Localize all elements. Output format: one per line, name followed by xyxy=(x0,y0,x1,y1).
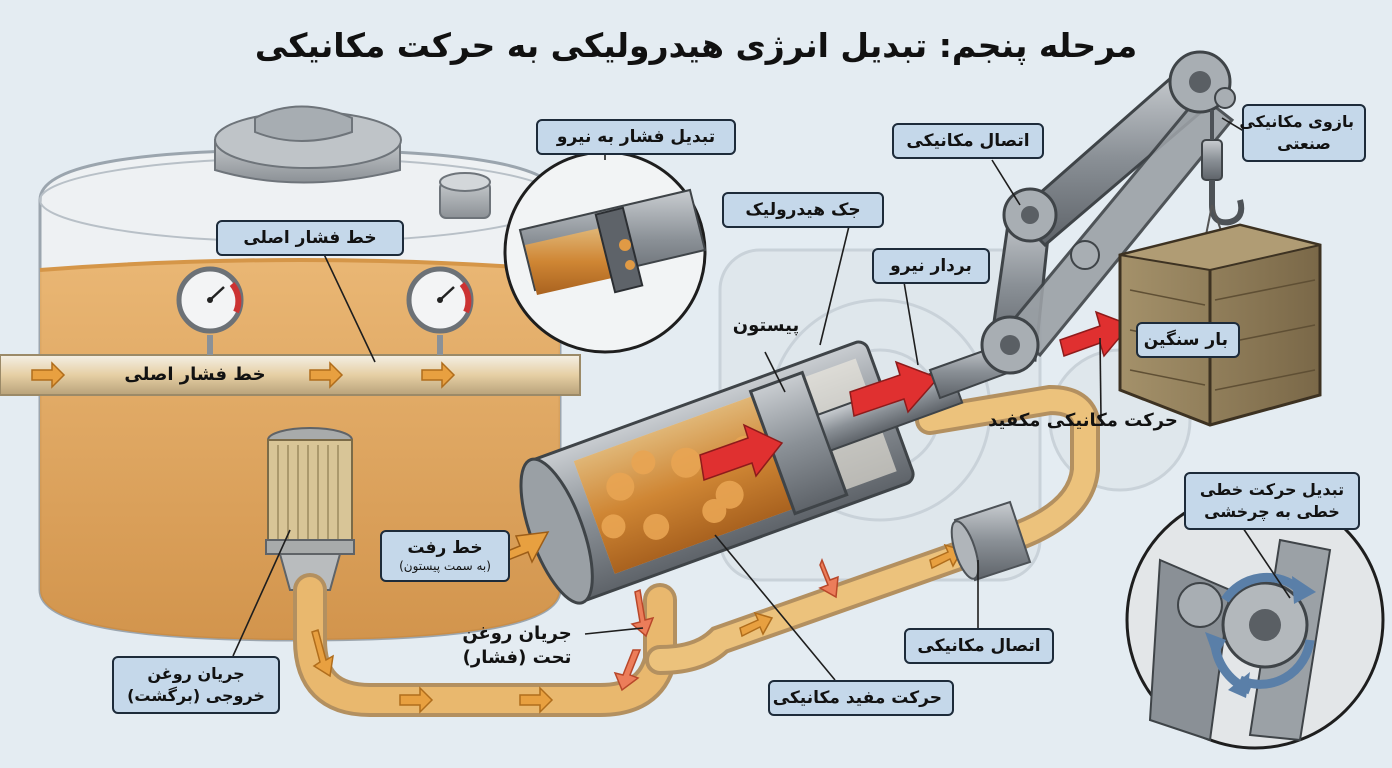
mechanical-arm xyxy=(980,50,1236,375)
label-industrial-arm-line2: صنعتی xyxy=(1277,134,1331,153)
tank-cap xyxy=(214,105,402,184)
label-oil-flow-pressure-line1: جریان روغن xyxy=(462,623,572,644)
label-oil-flow-pressure: جریان روغن تحت (فشار) xyxy=(452,622,582,670)
pipe-coupling xyxy=(950,500,1032,582)
label-return-oil-line1: جریان روغن xyxy=(147,664,245,683)
label-oil-flow-pressure-line2: تحت (فشار) xyxy=(462,647,572,668)
label-linear-to-rotary-line2: خطی به چرخشی xyxy=(1204,502,1340,521)
oil-filter-icon xyxy=(265,427,355,591)
rotation-arrowheads xyxy=(1205,576,1316,698)
loop-flow-arrows xyxy=(311,543,964,714)
force-arrows xyxy=(699,310,1132,482)
linear-to-rotary-inset xyxy=(1125,490,1385,750)
label-outgoing-line-main: خط رفت xyxy=(407,538,483,558)
label-force-vector: بردار نیرو xyxy=(872,248,990,284)
label-linear-to-rotary: تبدیل حرکت خطی خطی به چرخشی xyxy=(1184,472,1360,530)
leader-lines xyxy=(232,117,1293,681)
pressure-gauge-icon xyxy=(406,266,474,334)
label-main-pressure-line-pipe: خط فشار اصلی xyxy=(124,364,266,385)
pressure-flow-arrows xyxy=(613,557,839,692)
pressure-to-force-inset xyxy=(503,150,707,354)
breather-cap xyxy=(439,172,491,219)
label-piston: پیستون xyxy=(732,315,800,336)
label-industrial-arm: بازوی مکانیکی صنعتی xyxy=(1239,104,1366,162)
pressure-gauge-icon xyxy=(176,266,244,334)
label-industrial-arm-line1: بازوی مکانیکی xyxy=(1239,112,1354,131)
label-main-pressure-line-box: خط فشار اصلی xyxy=(216,220,404,256)
label-heavy-load: بار سنگین xyxy=(1136,322,1240,358)
label-suction-motion: حرکت مکانیکی مکفید xyxy=(988,410,1178,431)
pipe-flow-arrows xyxy=(31,361,456,389)
main-pressure-pipe xyxy=(0,335,581,396)
label-outgoing-line-sub: (به سمت پیستون) xyxy=(399,559,491,573)
label-mechanical-connection-bottom: اتصال مکانیکی xyxy=(904,628,1054,664)
label-return-oil: جریان روغن خروجی (برگشت) xyxy=(112,656,280,714)
label-return-oil-line2: خروجی (برگشت) xyxy=(127,686,265,705)
label-mechanical-connection-top: اتصال مکانیکی xyxy=(892,123,1044,159)
label-outgoing-line: خط رفت (به سمت پیستون) xyxy=(380,530,510,582)
diagram-title: مرحله پنجم: تبدیل انرژی هیدرولیکی به حرک… xyxy=(254,26,1138,65)
label-pressure-to-force: تبدیل فشار به نیرو xyxy=(536,119,736,155)
label-hydraulic-jack: جک هیدرولیک xyxy=(722,192,884,228)
label-linear-to-rotary-line1: تبدیل حرکت خطی xyxy=(1199,480,1345,499)
label-useful-motion: حرکت مفید مکانیکی xyxy=(768,680,954,716)
